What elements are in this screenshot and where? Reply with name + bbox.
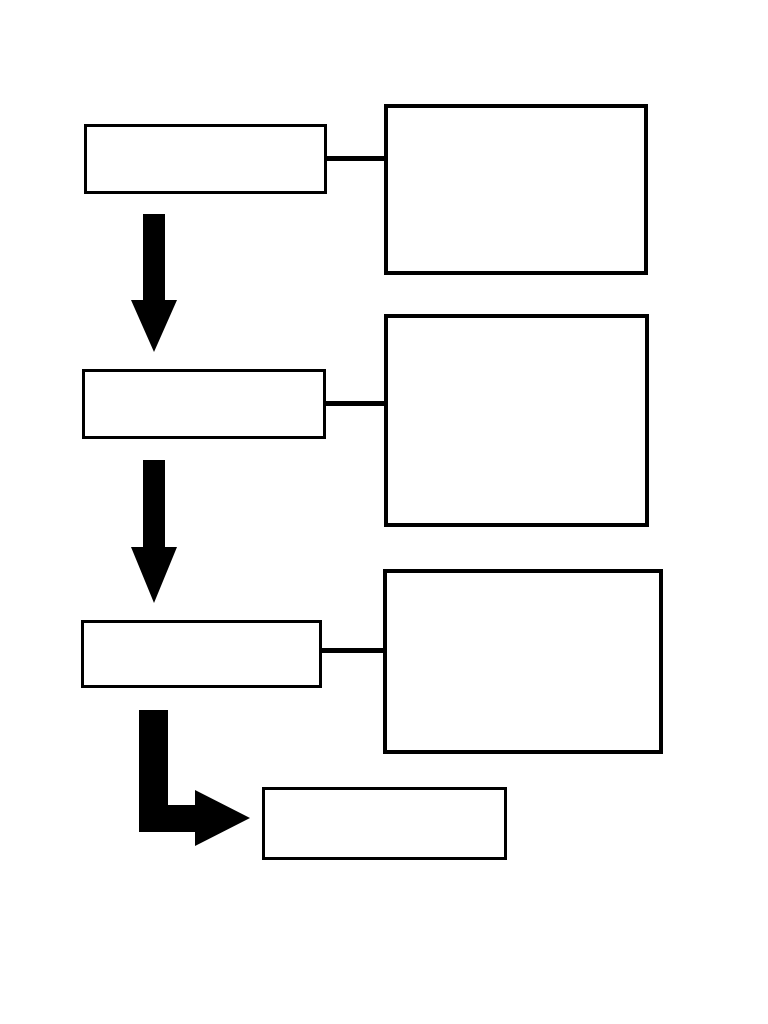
down-arrow-2-shape <box>131 460 177 603</box>
elbow-arrow-right-shape <box>139 710 250 846</box>
step-3-detail-connector-line <box>322 648 383 653</box>
step-2-detail-connector-line <box>326 401 384 406</box>
step-1-box <box>84 124 327 194</box>
down-arrow-1-icon <box>131 214 177 352</box>
step-1-detail-box <box>384 104 648 275</box>
result-box <box>262 787 507 860</box>
down-arrow-1-shape <box>131 214 177 352</box>
step-3-detail-box <box>383 569 663 754</box>
step-3-box <box>81 620 322 688</box>
down-arrow-2-icon <box>131 460 177 603</box>
step-2-box <box>82 369 326 439</box>
step-2-detail-box <box>384 314 649 527</box>
step-1-detail-connector-line <box>327 156 384 161</box>
elbow-arrow-right-icon <box>139 710 250 846</box>
